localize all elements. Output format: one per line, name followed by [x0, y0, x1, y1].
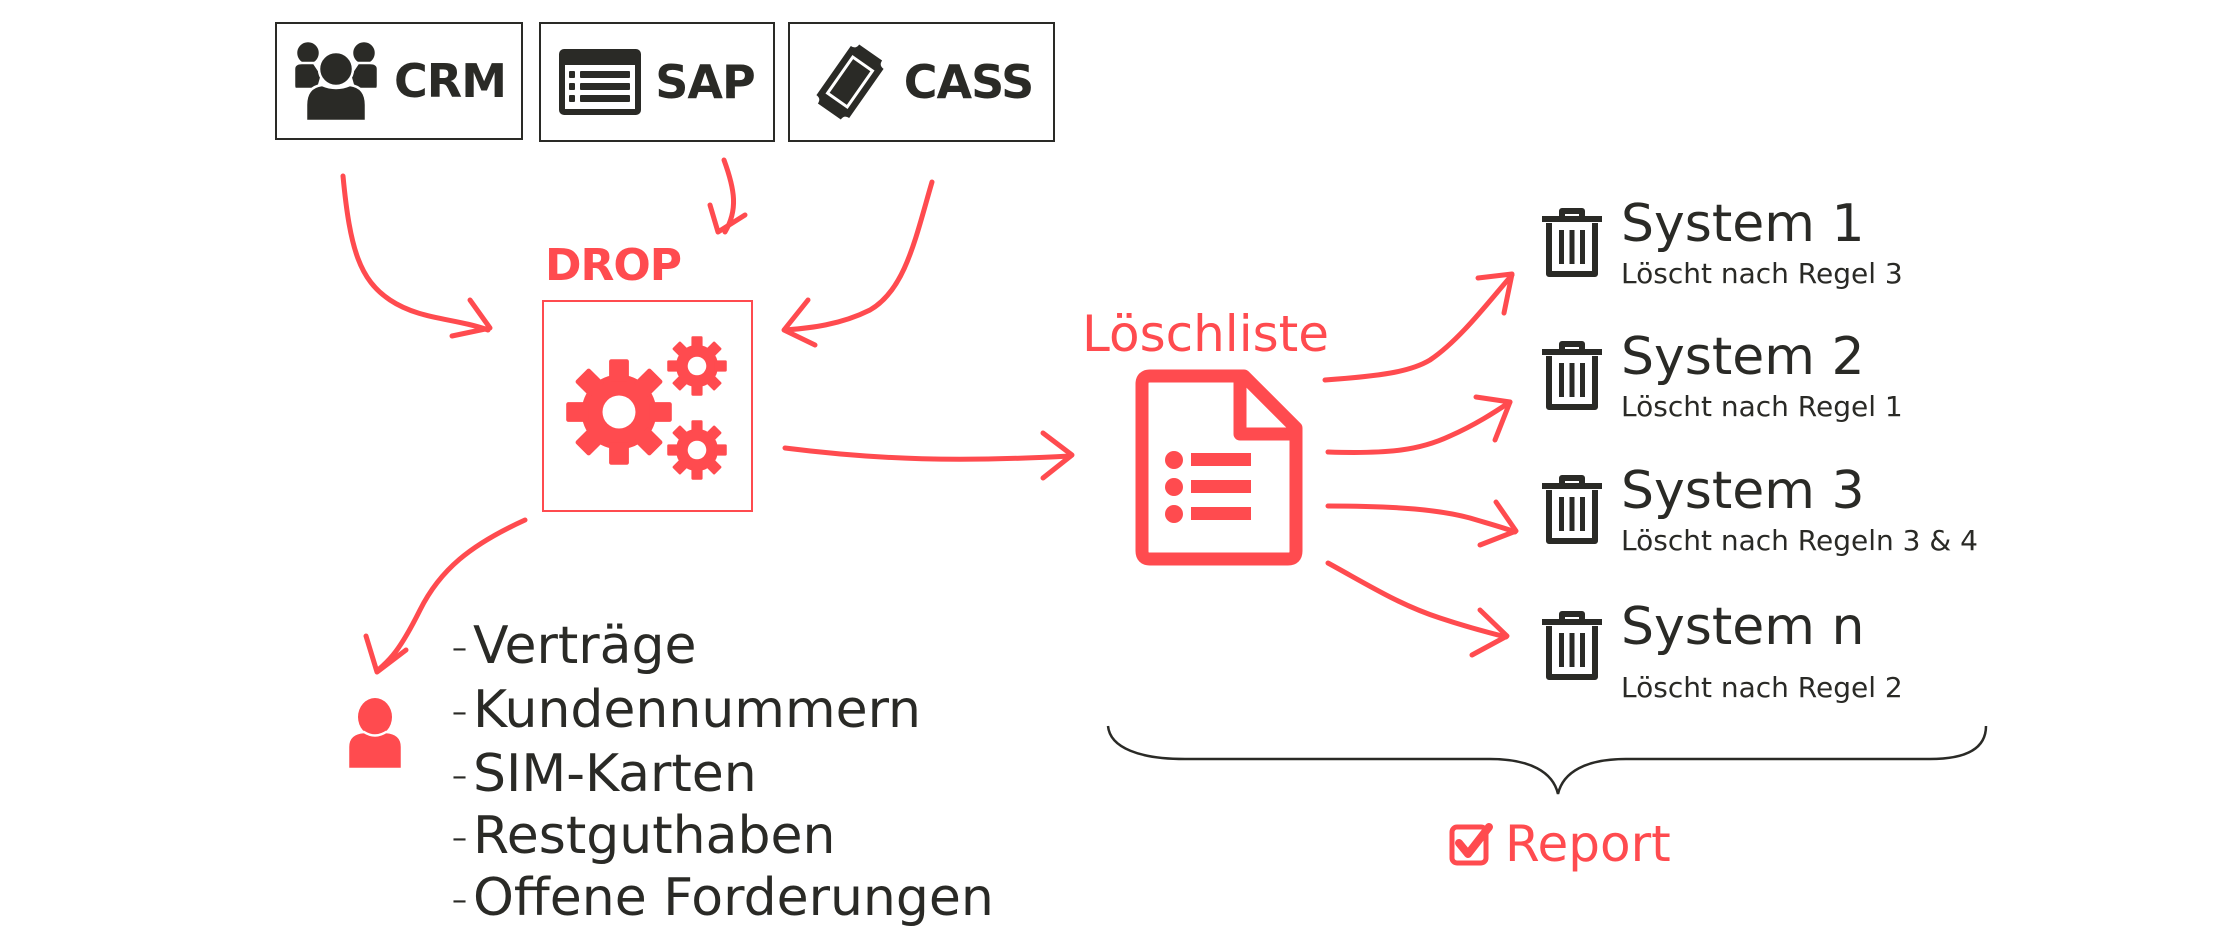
- system-name: System 2: [1621, 327, 1865, 387]
- list-dash: –: [452, 821, 467, 856]
- drop-box: [542, 300, 753, 512]
- list-item-label: Offene Forderungen: [473, 868, 994, 928]
- arrow-list-to-system-n: [1325, 560, 1509, 640]
- system-name: System n: [1621, 597, 1865, 657]
- gear-large: [566, 359, 672, 465]
- system-rule: Löscht nach Regel 3: [1621, 257, 1903, 290]
- list-dash: –: [452, 759, 467, 794]
- system-name: System 1: [1621, 194, 1865, 254]
- arrow-list-to-system-3-head: [1477, 499, 1519, 548]
- source-box-sap: SAP: [539, 22, 775, 142]
- gears-icon: [566, 336, 727, 480]
- system-rule: Löscht nach Regel 1: [1621, 390, 1903, 423]
- list-dash: –: [452, 631, 467, 666]
- trash-icon: [1542, 208, 1602, 277]
- arrow-drop-to-customer-head: [363, 633, 409, 675]
- system-name: System 3: [1621, 461, 1865, 521]
- source-label-crm: CRM: [394, 54, 507, 108]
- deletion-list-title: Löschliste: [1082, 305, 1329, 363]
- system-rule: Löscht nach Regel 2: [1621, 671, 1903, 704]
- arrow-drop-to-list: [782, 445, 1073, 462]
- person-icon: [346, 698, 404, 771]
- arrow-list-to-system-1: [1322, 272, 1515, 383]
- arrow-list-to-system-2-head: [1473, 394, 1513, 443]
- arrow-sap-to-drop-head: [707, 202, 748, 235]
- source-label-sap: SAP: [655, 55, 755, 109]
- list-item-label: Verträge: [473, 616, 697, 676]
- arrow-list-to-system-3: [1325, 503, 1518, 535]
- source-label-cass: CASS: [903, 55, 1035, 109]
- list-dash: –: [452, 695, 467, 730]
- arrow-list-to-system-n-head: [1469, 607, 1510, 658]
- list-window-icon: [559, 49, 642, 115]
- arrow-crm-to-drop-head: [449, 297, 493, 339]
- customer-data-item: –SIM-Karten: [452, 748, 757, 800]
- list-item-label: Restguthaben: [473, 806, 836, 866]
- customer-data-item: –Kundennummern: [452, 684, 921, 736]
- trash-icon: [1542, 475, 1602, 544]
- list-item-label: Kundennummern: [473, 680, 922, 740]
- arrow-list-to-system-1-head: [1475, 271, 1515, 316]
- list-document-icon: [1135, 369, 1303, 566]
- arrow-cass-to-drop-head: [781, 297, 818, 348]
- report: Report: [1449, 815, 1671, 873]
- report-label: Report: [1505, 815, 1671, 873]
- trash-icon: [1542, 611, 1602, 680]
- drop-title: DROP: [545, 240, 682, 291]
- source-box-cass: CASS: [788, 22, 1055, 142]
- customer-data-item: –Verträge: [452, 620, 697, 672]
- customer-data-item: –Offene Forderungen: [452, 872, 994, 924]
- ticket-icon: [816, 44, 884, 120]
- gear-small-top: [667, 336, 727, 396]
- trash-icon: [1542, 341, 1602, 410]
- users-group-icon: [292, 39, 380, 123]
- arrow-drop-to-customer: [375, 517, 528, 673]
- arrow-drop-to-list-head: [1040, 430, 1075, 481]
- customer-data-item: –Restguthaben: [452, 810, 835, 862]
- source-box-crm: CRM: [275, 22, 523, 140]
- arrow-crm-to-drop: [340, 173, 491, 333]
- curly-brace: [1106, 725, 1988, 795]
- checkbox-checked-icon: [1449, 823, 1493, 866]
- arrow-list-to-system-2: [1325, 399, 1513, 455]
- list-item-label: SIM-Karten: [473, 744, 757, 804]
- gear-small-bottom: [667, 420, 727, 480]
- arrow-cass-to-drop: [783, 179, 935, 333]
- list-dash: –: [452, 883, 467, 918]
- system-rule: Löscht nach Regeln 3 & 4: [1621, 524, 1978, 557]
